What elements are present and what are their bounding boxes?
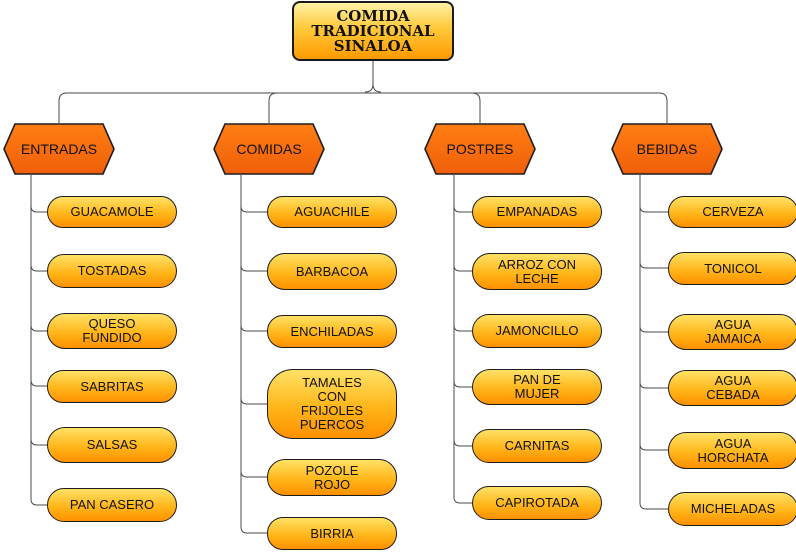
item-capirotada: CAPIROTADA [472,486,602,520]
connector-line [639,325,647,333]
hexagon-shape [424,123,536,175]
item-sabritas: SABRITAS [47,370,177,403]
connector-line [658,92,668,102]
connector-line [240,397,248,405]
item-arroz-con-leche: ARROZ CON LECHE [472,253,602,290]
item-barbacoa: BARBACOA [267,253,397,290]
category-entradas: ENTRADAS [3,123,115,175]
connector-line [639,261,647,269]
connector-line [240,264,248,272]
connector-line [372,83,382,93]
connector-line [30,264,38,272]
connector-line [268,92,278,102]
connector-line [240,470,248,478]
connector-line [30,498,38,506]
item-tonicol: TONICOL [668,252,796,285]
category-label: BEBIDAS [636,141,698,157]
hexagon-shape [611,123,723,175]
category-postres: POSTRES [424,123,536,175]
item-tostadas: TOSTADAS [47,254,177,288]
item-agua-horchata: AGUA HORCHATA [668,432,796,469]
root-node-title: COMIDA TRADICIONAL SINALOA [292,1,454,61]
item-empanadas: EMPANADAS [472,196,602,228]
category-label: COMIDAS [236,141,302,157]
connector-line [639,502,647,510]
item-birria: BIRRIA [267,517,397,550]
item-agua-jamaica: AGUA JAMAICA [668,314,796,350]
category-label: ENTRADAS [20,141,98,157]
item-pan-casero: PAN CASERO [47,488,177,522]
category-bebidas: BEBIDAS [611,123,723,175]
item-enchiladas: ENCHILADAS [267,315,397,348]
item-carnitas: CARNITAS [472,429,602,463]
item-cerveza: CERVEZA [668,196,796,228]
category-comidas: COMIDAS [213,123,325,175]
connector-line [639,205,647,213]
hexagon-shape [3,123,115,175]
connector-line [30,438,38,446]
connector-line [453,205,461,213]
connector-line [30,205,38,213]
category-label: POSTRES [446,141,514,157]
connector-line [240,205,248,213]
connector-line [471,92,481,102]
connector-line [453,264,461,272]
item-salsas: SALSAS [47,427,177,463]
item-aguachile: AGUACHILE [267,196,397,228]
item-jamoncillo: JAMONCILLO [472,314,602,348]
item-tamales: TAMALES CON FRIJOLES PUERCOS [267,369,397,439]
item-pozole-rojo: POZOLE ROJO [267,459,397,496]
item-agua-cebada: AGUA CEBADA [668,370,796,406]
hexagon-shape [213,123,325,175]
connector-line [639,381,647,389]
connector-line [453,496,461,504]
connector-line [30,324,38,332]
connector-line [240,526,248,534]
item-guacamole: GUACAMOLE [47,196,177,228]
connector-line [453,380,461,388]
connector-line [453,324,461,332]
connector-line [639,443,647,451]
item-micheladas: MICHELADAS [668,492,796,526]
connector-line [30,379,38,387]
connector-line [240,324,248,332]
connector-line [58,92,68,102]
item-queso-fundido: QUESO FUNDIDO [47,313,177,349]
connector-line [364,83,374,93]
connector-line [453,439,461,447]
item-pan-de-mujer: PAN DE MUJER [472,369,602,405]
